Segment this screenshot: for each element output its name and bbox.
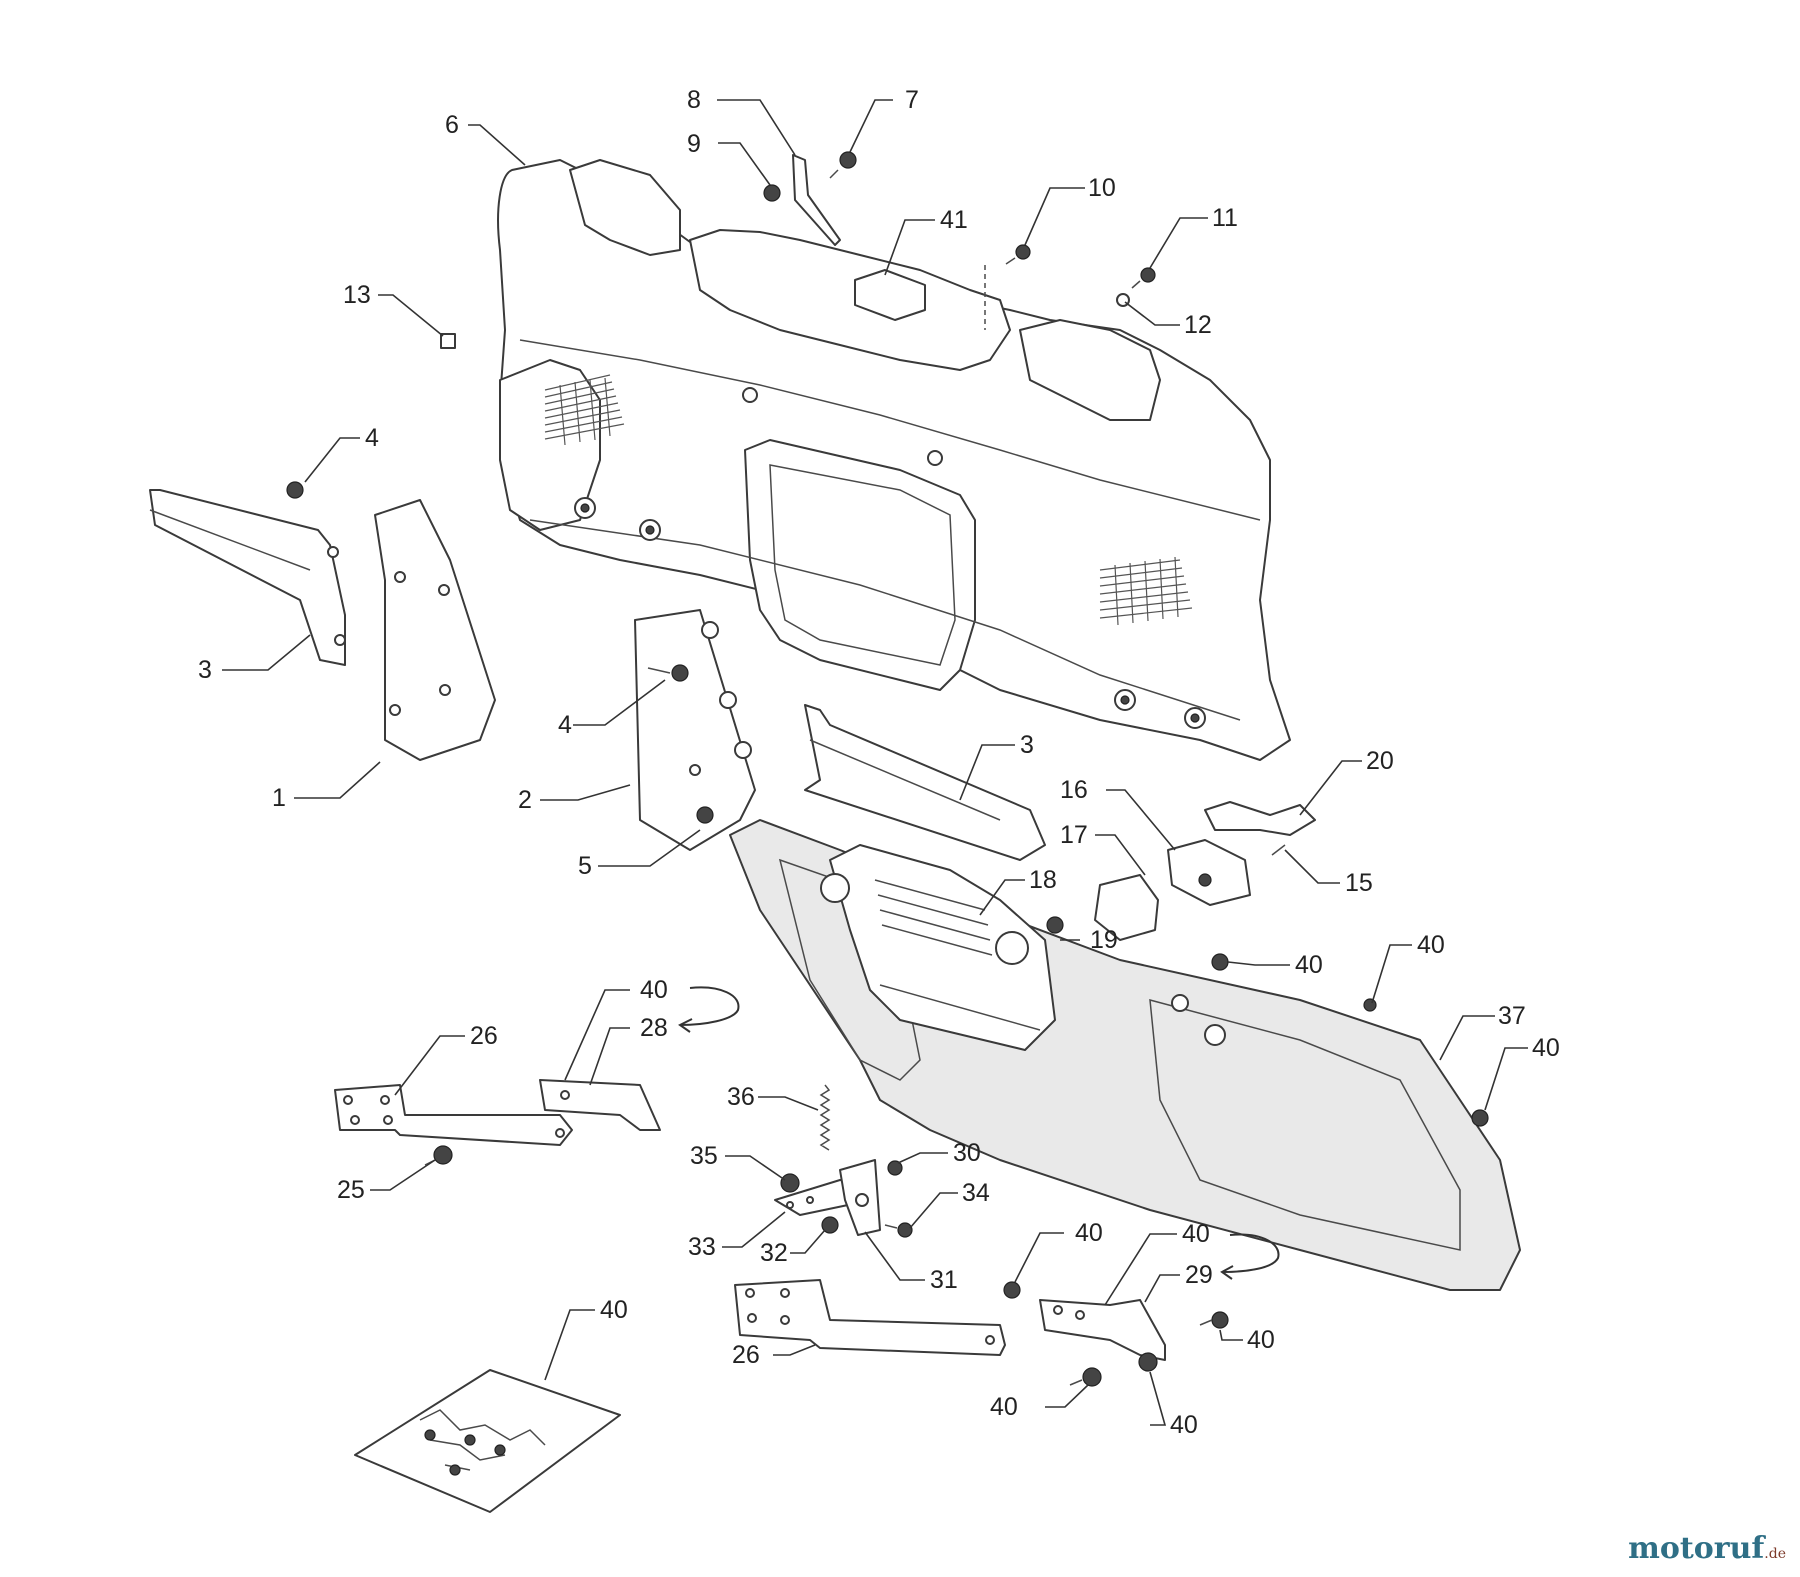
callout: 6 xyxy=(445,111,459,139)
callout: 40 xyxy=(600,1296,628,1324)
callout: 40 xyxy=(1170,1411,1198,1439)
screw-4-right xyxy=(647,664,689,682)
screw-40-e xyxy=(1211,953,1229,971)
bracket-8 xyxy=(792,154,841,246)
screw-40-b xyxy=(1199,1311,1229,1329)
callout: 40 xyxy=(1182,1220,1210,1248)
callout: 40 xyxy=(1075,1219,1103,1247)
nut-40-a xyxy=(1003,1281,1021,1299)
callout: 40 xyxy=(1295,951,1323,979)
watermark-main: motoruf xyxy=(1628,1531,1765,1566)
leader-lines xyxy=(222,99,1528,1426)
bracket-28 xyxy=(539,1079,661,1131)
lever-20 xyxy=(1204,801,1316,836)
hardware-bag xyxy=(354,1369,621,1513)
screw-10 xyxy=(984,244,1031,330)
callout: 35 xyxy=(690,1142,718,1170)
callout: 9 xyxy=(687,130,701,158)
callout: 4 xyxy=(365,424,379,452)
callout: 13 xyxy=(343,281,371,309)
callout: 12 xyxy=(1184,311,1212,339)
callout: 37 xyxy=(1498,1002,1526,1030)
nut-9 xyxy=(763,184,781,202)
callout: 31 xyxy=(930,1266,958,1294)
callout: 20 xyxy=(1366,747,1394,775)
screw-25 xyxy=(424,1145,453,1166)
callout: 10 xyxy=(1088,174,1116,202)
callout: 34 xyxy=(962,1179,990,1207)
callout: 40 xyxy=(1417,931,1445,959)
callout: 2 xyxy=(518,786,532,814)
callout: 3 xyxy=(1020,731,1034,759)
plate-2 xyxy=(634,609,756,851)
screw-30 xyxy=(887,1160,903,1176)
callout: 8 xyxy=(687,86,701,114)
latch-18 xyxy=(820,844,1056,1051)
callout: 17 xyxy=(1060,821,1088,849)
rotation-arrow-upper xyxy=(678,986,740,1033)
screw-19 xyxy=(1046,916,1064,934)
screw-5 xyxy=(696,806,714,824)
spring-36 xyxy=(819,1084,831,1151)
callout: 26 xyxy=(732,1341,760,1369)
callout: 29 xyxy=(1185,1261,1213,1289)
callout: 18 xyxy=(1029,866,1057,894)
seat-shell xyxy=(497,159,1291,761)
callout: 25 xyxy=(337,1176,365,1204)
callout: 40 xyxy=(1532,1034,1560,1062)
callout: 28 xyxy=(640,1014,668,1042)
screw-40-g xyxy=(1471,1109,1489,1127)
screw-7 xyxy=(829,151,857,179)
callout: 4 xyxy=(558,711,572,739)
callout: 41 xyxy=(940,206,968,234)
screw-40-c xyxy=(1069,1367,1102,1387)
nut-40-d xyxy=(1138,1352,1158,1372)
nut-35 xyxy=(780,1173,800,1193)
nut-32 xyxy=(821,1216,839,1234)
plate-31 xyxy=(839,1159,881,1236)
screw-40-f xyxy=(1363,998,1377,1012)
callout: 26 xyxy=(470,1022,498,1050)
callout: 5 xyxy=(578,852,592,880)
bracket-3-left xyxy=(149,489,346,666)
screw-11 xyxy=(1131,267,1156,289)
callout: 19 xyxy=(1090,926,1118,954)
callout: 36 xyxy=(727,1083,755,1111)
callout: 30 xyxy=(953,1139,981,1167)
watermark-logo: motoruf.de xyxy=(1628,1531,1786,1566)
plate-1 xyxy=(374,499,496,761)
bracket-26-bottom xyxy=(734,1279,1006,1356)
callout: 16 xyxy=(1060,776,1088,804)
callout: 40 xyxy=(1247,1326,1275,1354)
part-41 xyxy=(854,269,926,321)
bracket-26-left xyxy=(334,1084,573,1146)
callout: 40 xyxy=(990,1393,1018,1421)
part-17 xyxy=(1094,874,1159,941)
left-grille xyxy=(544,374,625,446)
callout: 7 xyxy=(905,86,919,114)
switch-16 xyxy=(1167,839,1251,906)
screw-4-left xyxy=(286,481,304,499)
callout: 40 xyxy=(640,976,668,1004)
right-grille xyxy=(1099,556,1193,626)
callout-labels: 8 7 6 9 10 41 11 12 13 4 3 1 4 2 5 3 20 … xyxy=(198,86,1560,1439)
screw-34 xyxy=(884,1222,913,1238)
watermark-suffix: .de xyxy=(1764,1546,1786,1562)
nut-13 xyxy=(440,333,456,349)
screw-15 xyxy=(1271,844,1286,856)
rotation-arrow-lower xyxy=(1220,1233,1280,1280)
callout: 33 xyxy=(688,1233,716,1261)
callout: 15 xyxy=(1345,869,1373,897)
bracket-3-right xyxy=(804,704,1046,861)
bracket-29-assembly xyxy=(1039,1299,1166,1361)
callout: 3 xyxy=(198,656,212,684)
callout: 1 xyxy=(272,784,286,812)
callout: 32 xyxy=(760,1239,788,1267)
callout: 11 xyxy=(1212,204,1238,232)
